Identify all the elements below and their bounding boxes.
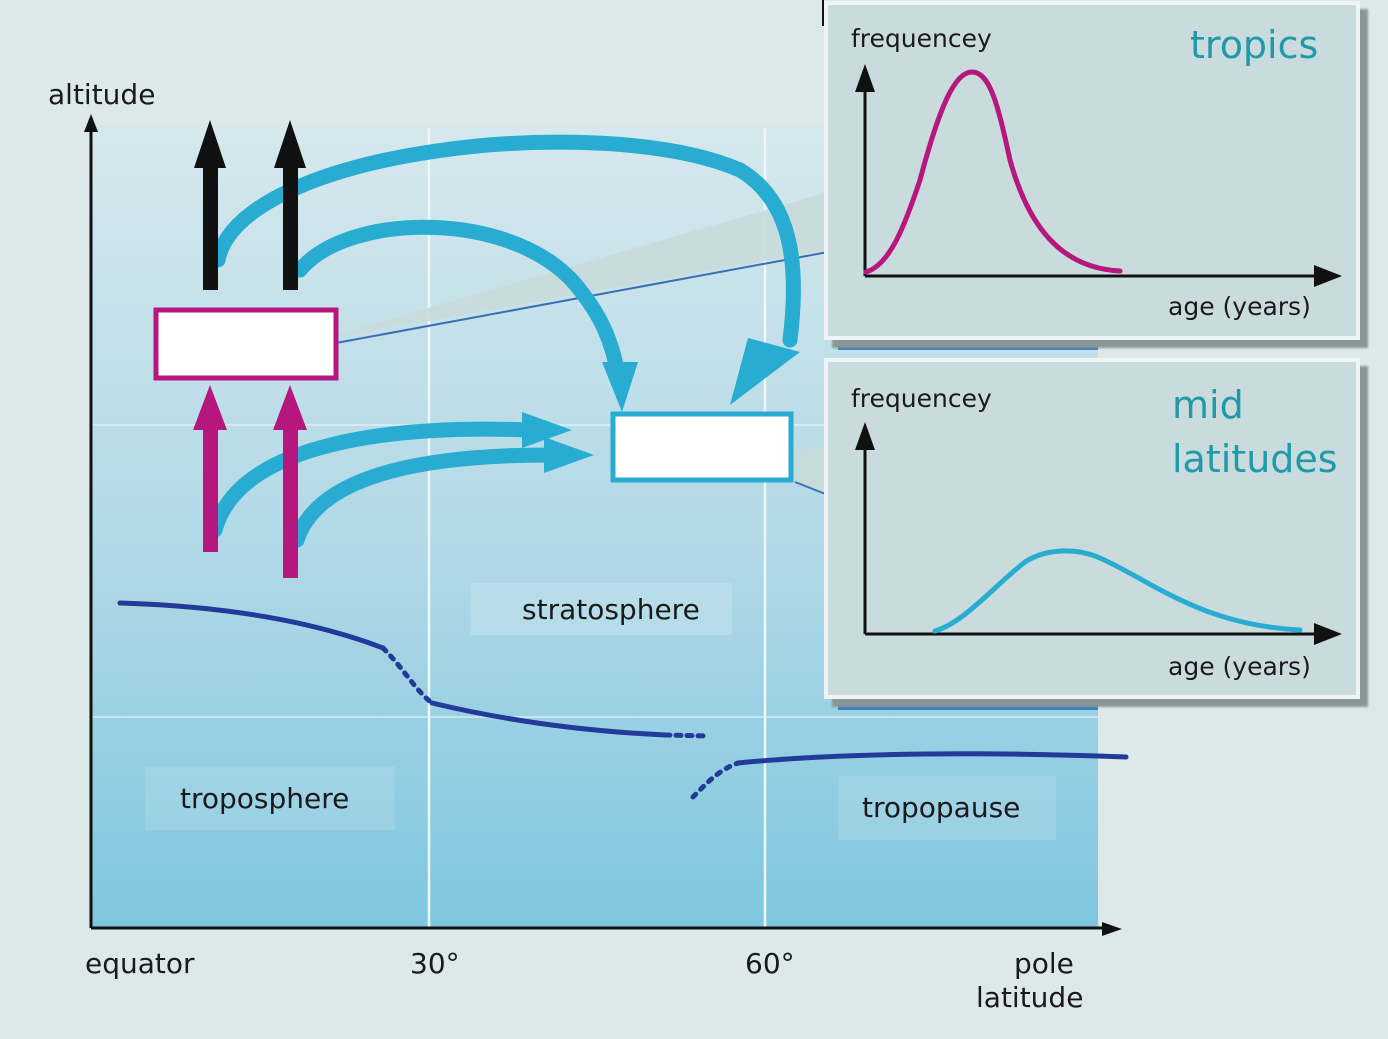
tropopause-tropical-break-dashes bbox=[380, 645, 435, 706]
tropopause-label: tropopause bbox=[862, 791, 1020, 824]
tropopause-polar-segment bbox=[735, 751, 1129, 766]
tropical-sample-box bbox=[153, 307, 339, 381]
midlatitude-callout-line bbox=[794, 481, 829, 496]
midlatitude-inset-x-arrowhead bbox=[1314, 623, 1342, 645]
midlatitude-inset-y-arrowhead bbox=[855, 422, 875, 450]
magenta-arrow-right-shaft bbox=[283, 420, 298, 578]
x-tick-30: 30° bbox=[410, 947, 460, 980]
troposphere-label: troposphere bbox=[180, 782, 349, 815]
tropics-inset: frequencey age (years) tropics bbox=[824, 1, 1360, 350]
arrow-shallow-branch-lower bbox=[289, 447, 558, 548]
tropics-age-spectrum-curve bbox=[863, 69, 1123, 275]
stratosphere-label-bg bbox=[470, 583, 732, 635]
tropics-inset-x-arrowhead bbox=[1314, 265, 1342, 287]
tropopause-polar-start-dashes bbox=[690, 760, 741, 800]
black-arrow-left-head bbox=[194, 120, 226, 168]
arrowhead-deep-outer bbox=[730, 338, 800, 405]
x-axis-label: latitude bbox=[976, 981, 1083, 1014]
midlatitude-inset: frequencey age (years) mid latitudes bbox=[824, 358, 1360, 710]
midlatitude-inset-title-line1: mid bbox=[1172, 383, 1244, 427]
tropopause-label-bg bbox=[838, 776, 1056, 840]
troposphere-label-bg bbox=[145, 766, 395, 830]
arrowhead-shallow-lower bbox=[544, 437, 594, 473]
midlatitude-inset-title-line2: latitudes bbox=[1172, 437, 1338, 481]
stratosphere-label: stratosphere bbox=[522, 593, 700, 626]
grid-lines bbox=[92, 128, 1098, 928]
midlatitude-sample-box bbox=[610, 411, 794, 483]
x-axis-arrowhead bbox=[1102, 922, 1122, 936]
y-axis-label: altitude bbox=[48, 78, 155, 111]
arrowhead-deep-inner bbox=[602, 362, 638, 412]
black-arrow-left-shaft bbox=[203, 158, 218, 290]
upward-arrows-magenta bbox=[193, 385, 307, 578]
midlatitude-age-spectrum-curve bbox=[932, 548, 1303, 634]
upward-arrows-black bbox=[194, 120, 306, 290]
tropics-inset-x-label: age (years) bbox=[1168, 292, 1311, 321]
tropopause-midlatitude-segment bbox=[429, 700, 668, 738]
black-arrow-right-head bbox=[274, 120, 306, 168]
tropics-callout-wedge bbox=[332, 192, 828, 336]
magenta-arrow-right-head bbox=[273, 385, 307, 430]
black-arrow-right-shaft bbox=[283, 158, 298, 290]
tropics-inset-y-arrowhead bbox=[855, 64, 875, 92]
y-axis-arrowhead bbox=[84, 114, 98, 132]
midlatitude-inset-x-label: age (years) bbox=[1168, 652, 1311, 681]
arrowhead-shallow-upper bbox=[522, 412, 572, 448]
arrow-shallow-branch-upper bbox=[207, 421, 538, 538]
tropopause-midlatitude-end-dashes bbox=[662, 732, 710, 739]
midlatitude-inset-accent-bar bbox=[838, 698, 1098, 710]
tropopause-line bbox=[117, 600, 1129, 800]
midlatitude-inset-y-label: frequencey bbox=[851, 384, 992, 413]
x-tick-equator: equator bbox=[85, 947, 195, 980]
x-tick-pole: pole bbox=[1014, 947, 1074, 980]
transport-arrowheads bbox=[522, 338, 800, 473]
arrow-deep-branch-inner bbox=[292, 219, 626, 383]
tropopause-tropical-segment bbox=[117, 600, 386, 651]
tropics-inset-panel bbox=[824, 1, 1360, 340]
magenta-arrow-left-head bbox=[193, 385, 227, 430]
x-tick-60: 60° bbox=[745, 947, 795, 980]
magenta-arrow-left-shaft bbox=[203, 420, 218, 552]
midlatitude-inset-panel bbox=[824, 358, 1360, 699]
tropics-inset-title: tropics bbox=[1190, 23, 1318, 67]
tropics-inset-y-label: frequencey bbox=[851, 24, 992, 53]
main-axes bbox=[84, 114, 1122, 936]
tropics-inset-accent-bar bbox=[838, 338, 1098, 350]
